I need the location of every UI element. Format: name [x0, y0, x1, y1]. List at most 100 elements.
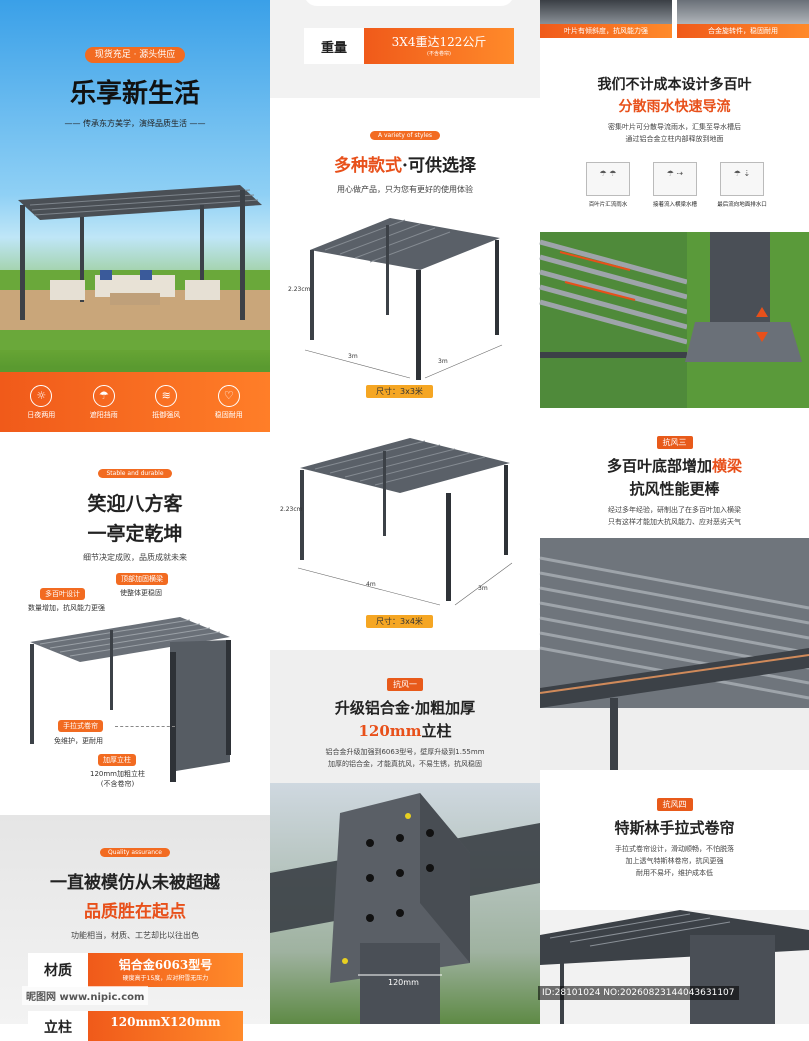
spec-label-2: 立柱 [28, 1011, 88, 1041]
wind4-title-text: 特斯林手拉式卷帘 [614, 819, 735, 837]
model1-depth: 3m [438, 358, 448, 365]
spec-row-material: 材质 铝合金6063型号 硬度高于15度，应对积雪无压力 [28, 953, 243, 987]
wind3-panel: 抗风三 多百叶底部增加横梁 抗风性能更棒 经过多年经验，研制出了在多百叶加入横梁… [540, 408, 809, 538]
callout-line [115, 726, 175, 727]
wind3-desc-1: 经过多年经验，研制出了在多百叶加入横梁 [608, 506, 741, 514]
styles-badge: A variety of styles [369, 131, 441, 140]
weight-note: (不含卷帘) [427, 51, 451, 57]
hero-subtitle: —— 传承东方美学，演绎品质生活 —— [64, 119, 206, 128]
wind3-desc-2: 只有这样才能加大抗风能力、应对恶劣天气 [608, 518, 741, 526]
hero-panel: 现货充足 · 源头供应 乐享新生活 —— 传承东方美学，演绎品质生活 —— ☼日… [0, 0, 270, 432]
beam-photo-image [539, 538, 809, 770]
feature-item: ♡稳固耐用 [199, 384, 259, 420]
ground-drain-icon: ☂ ⇣ [720, 162, 764, 196]
wind1-desc-2: 加厚的铝合金，才能真抗风，不易生锈，抗风稳固 [328, 760, 482, 768]
wind1-desc-1: 铝合金升级加强到6063型号，壁厚升级到1.55mm [325, 748, 485, 756]
stable-desc: 细节决定成败，品质成就未来 [83, 553, 187, 562]
wind1-panel: 抗风一 升级铝合金·加粗加厚 120mm立柱 铝合金升级加强到6063型号，壁厚… [270, 650, 540, 783]
spec-value: 铝合金6063型号 [118, 958, 213, 972]
post-dim-label: 120mm [388, 978, 419, 987]
styles-title-a: 多种款式 [334, 156, 403, 176]
weight-label: 重量 [304, 28, 364, 64]
drain-desc-2: 通过铝合金立柱内部释放到地面 [625, 135, 724, 143]
callout-louver: 多百叶设计 [40, 588, 85, 600]
styles-desc: 用心做产品，只为您有更好的使用体验 [337, 185, 473, 194]
post-closeup-panel: 120mm [270, 783, 540, 1024]
spec-value-box: 铝合金6063型号 硬度高于15度，应对积雪无压力 [88, 953, 243, 987]
note-beam: 使整体更稳固 [120, 589, 162, 597]
rain-icon: ☂ ☂ [586, 162, 630, 196]
wind1-title-2: 120mm立柱 [270, 720, 540, 741]
model2-size: 尺寸：3x4米 [366, 615, 433, 628]
wind4-title: 特斯林手拉式卷帘 [540, 817, 809, 838]
watermark-logo: 昵图网 www.nipic.com [22, 986, 149, 1005]
wind1-title-2a: 120mm [358, 722, 422, 740]
drain-step: ☂ ⇣ 最后流向地面排水口 [714, 162, 770, 208]
drain-panel: 我们不计成本设计多百叶 分散雨水快速导流 密集叶片可分散导流雨水，汇集至导水槽后… [540, 38, 809, 232]
model1-height: 2.23cm [288, 286, 311, 293]
quality-badge: Quality assurance [99, 848, 170, 857]
pergola-detail-image [30, 617, 231, 782]
drain-title-2: 分散雨水快速导流 [618, 99, 731, 115]
model1-size: 尺寸：3x3米 [366, 385, 433, 398]
drain-desc-1: 密集叶片可分散导流雨水，汇集至导水槽后 [608, 123, 741, 131]
curtain-photo-panel [540, 910, 809, 1024]
spec-label: 材质 [28, 953, 88, 987]
weight-value: 3X4重达122公斤 [391, 35, 487, 49]
stable-title-1: 笑迎八方客 [87, 493, 183, 515]
watermark-id: ID:28101024 NO:20260823144043631107 [538, 986, 739, 1000]
note-post: 120mm加粗立柱 (不含卷帘) [90, 770, 145, 788]
feature-item: ≋抵御强风 [136, 384, 196, 420]
pergola-model-3x4 [297, 438, 513, 606]
sun-icon: ☼ [30, 384, 53, 407]
post-closeup-image [270, 793, 540, 1024]
louver-caption-panel: 叶片有倾斜度，抗风能力强 合金旋转件，稳固耐用 [540, 0, 809, 38]
stable-title-2: 一亭定乾坤 [87, 523, 183, 545]
callout-post: 加厚立柱 [98, 754, 136, 766]
styles-panel: A variety of styles 多种款式·可供选择 用心做产品，只为您有… [270, 98, 540, 650]
wind4-panel: 抗风四 特斯林手拉式卷帘 手拉式卷帘设计，滑动顺畅，不怕脱落 加上透气特斯林卷帘… [540, 770, 809, 910]
drain-step-label: 最后流向地面排水口 [717, 202, 767, 208]
pergola-hero-image [0, 185, 270, 350]
wind4-tag: 抗风四 [656, 798, 693, 811]
note-louver: 数量增加，抗风能力更强 [28, 604, 105, 612]
wind3-title-2: 抗风性能更棒 [629, 480, 720, 498]
weight-bar-top [304, 0, 514, 6]
wind3-title-1a: 多百叶底部增加 [606, 457, 712, 475]
drain-steps: ☂ ☂ 百叶片汇流雨水 ☂ ⇢ 接着流入横梁水槽 ☂ ⇣ 最后流向地面排水口 [580, 162, 770, 208]
drain-step: ☂ ☂ 百叶片汇流雨水 [580, 162, 636, 208]
shield-icon: ♡ [217, 384, 240, 407]
feature-item: ☼日夜两用 [11, 384, 71, 420]
beam-gutter-icon: ☂ ⇢ [653, 162, 697, 196]
callout-beam: 顶部加固横梁 [116, 573, 168, 585]
drain-step: ☂ ⇢ 接着流入横梁水槽 [647, 162, 703, 208]
quality-title-2: 品质胜在起点 [84, 902, 186, 922]
wind4-desc-2: 加上透气特斯林卷帘，抗风更强 [625, 857, 724, 865]
pergola-model-3x3 [304, 218, 503, 380]
louver-thumb-left [540, 0, 672, 24]
stable-panel: Stable and durable 笑迎八方客 一亭定乾坤 细节决定成败，品质… [0, 432, 270, 815]
note-curtain: 免维护，更耐用 [54, 737, 103, 745]
wind3-tag: 抗风三 [656, 436, 693, 449]
spec-note: 硬度高于15度，应对积雪无压力 [122, 975, 209, 982]
spec-row-post: 立柱 120mmX120mm [28, 1011, 243, 1041]
stable-badge: Stable and durable [98, 469, 172, 478]
louver-thumb-right [677, 0, 809, 24]
quality-title-1: 一直被模仿从未被超越 [50, 873, 220, 893]
drain-step-label: 接着流入横梁水槽 [652, 202, 697, 208]
louver-caption-left: 叶片有倾斜度，抗风能力强 [540, 24, 672, 38]
model2-height: 2.23cm [280, 506, 303, 513]
callout-curtain: 手拉式卷帘 [58, 720, 103, 732]
weight-panel: 重量 3X4重达122公斤 (不含卷帘) [270, 0, 540, 98]
weight-value-box: 3X4重达122公斤 (不含卷帘) [364, 28, 514, 64]
wind4-desc-1: 手拉式卷帘设计，滑动顺畅，不怕脱落 [615, 845, 734, 853]
feature-item: ☂遮阳挡雨 [74, 384, 134, 420]
hero-badge: 现货充足 · 源头供应 [84, 47, 186, 63]
model2-depth: 3m [478, 585, 488, 592]
quality-desc: 功能相当，材质、工艺却比以往出色 [71, 931, 199, 940]
weight-row: 重量 3X4重达122公斤 (不含卷帘) [304, 28, 514, 64]
umbrella-icon: ☂ [92, 384, 115, 407]
spec-value-2: 120mmX120mm [88, 1011, 243, 1041]
drain-photo-panel [539, 232, 809, 408]
wind3-title-1b: 横梁 [712, 457, 743, 475]
